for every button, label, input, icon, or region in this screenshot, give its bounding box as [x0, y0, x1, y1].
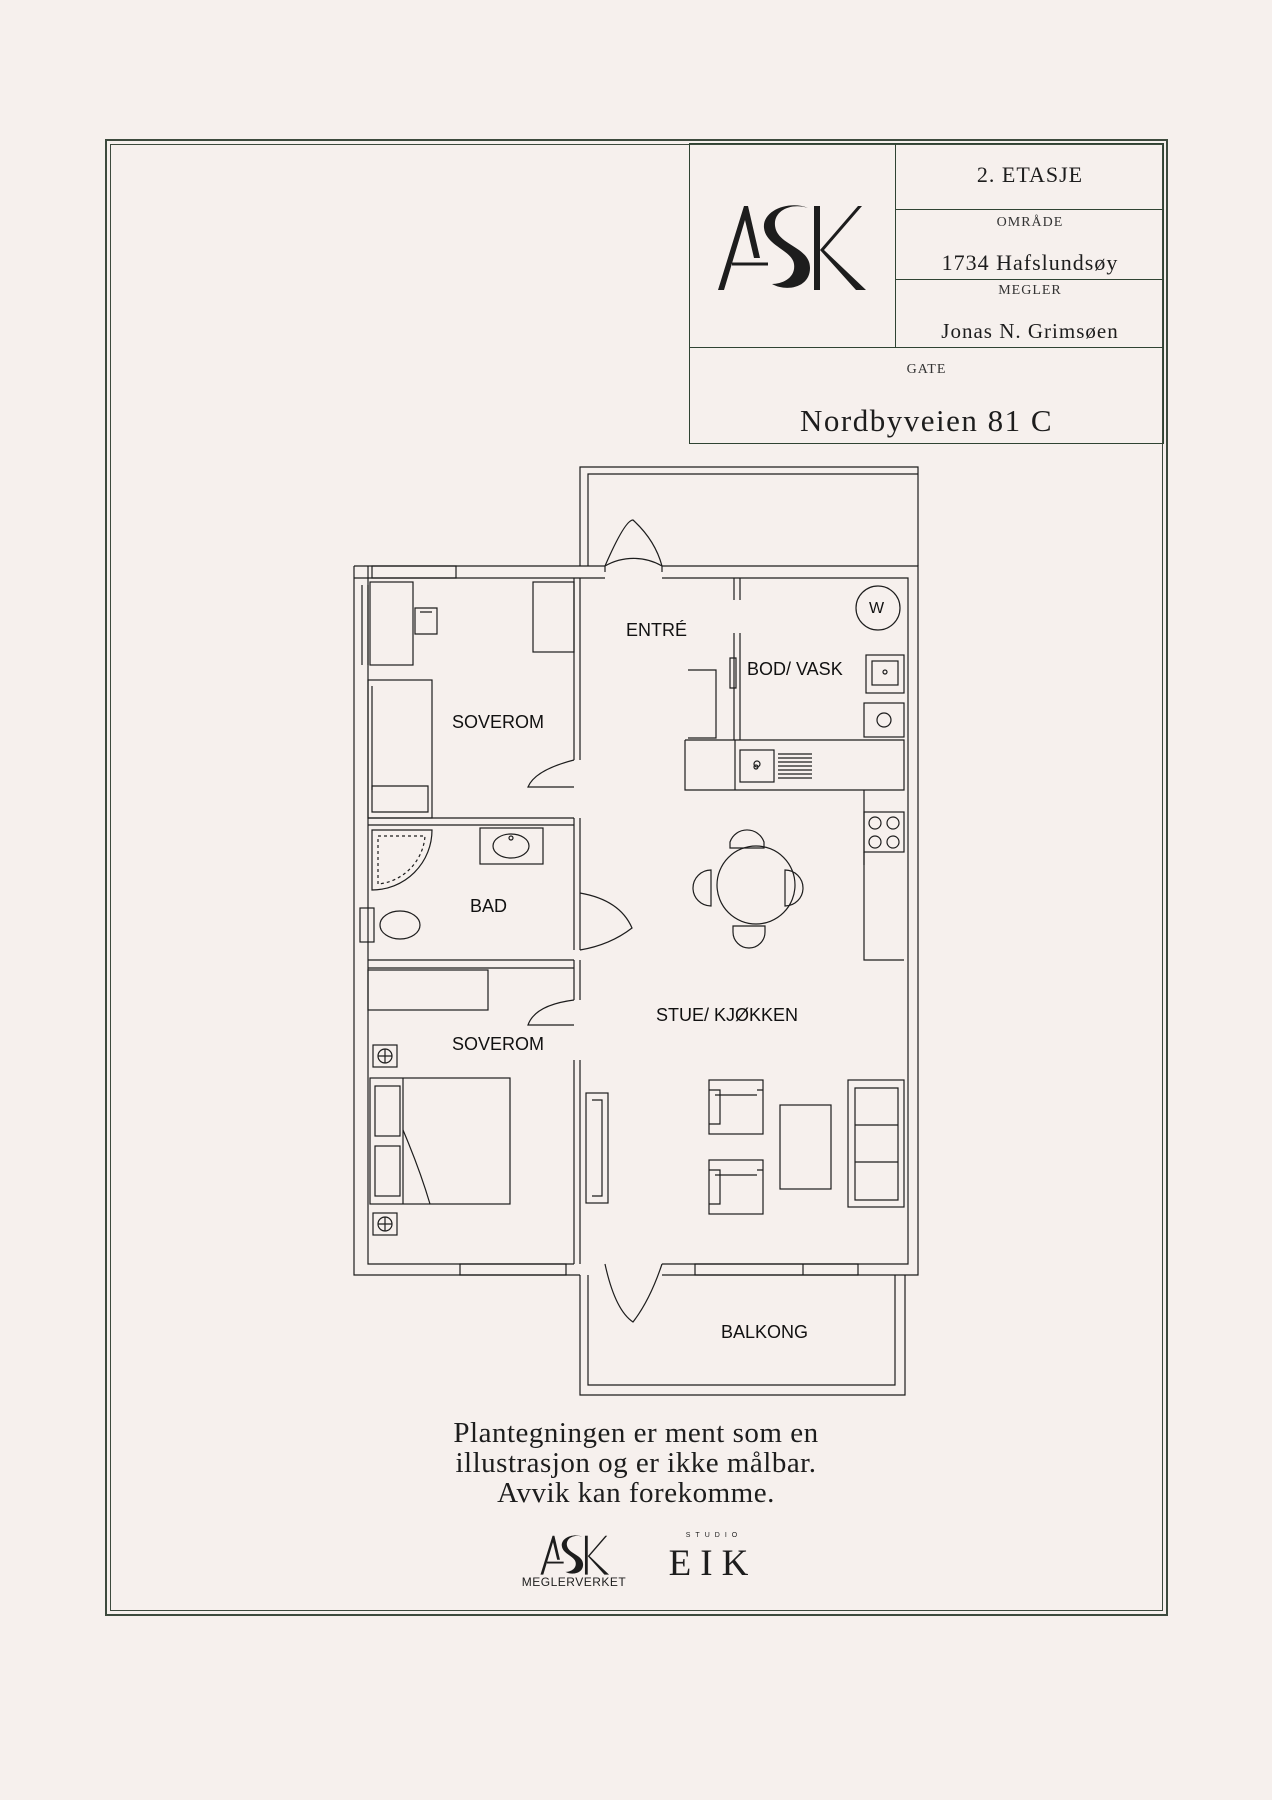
- plan-top-inner-wall: [587, 473, 918, 566]
- plan-top-outer-wall: [579, 466, 919, 566]
- studio-small-label: STUDIO: [685, 1532, 743, 1539]
- room-label-bathroom: BAD: [470, 896, 508, 916]
- room-label-entry: ENTRÉ: [626, 620, 688, 640]
- title-block-broker-cell: [895, 279, 1164, 348]
- washer-label: W: [869, 600, 885, 617]
- balcony-outer: [579, 1275, 906, 1396]
- page-frame-inner: [110, 144, 1163, 1611]
- broker-label: MEGLER: [998, 283, 1062, 298]
- area-label: OMRÅDE: [996, 215, 1064, 230]
- area-value: 1734 Hafslundsøy: [941, 250, 1119, 275]
- broker-value: Jonas N. Grimsøen: [941, 319, 1119, 343]
- balcony-inner: [587, 1275, 896, 1386]
- page-frame-outer: [105, 139, 1168, 1616]
- ask-footer-subtitle: MEGLERVERKET: [521, 1575, 627, 1589]
- street-label: GATE: [906, 362, 947, 377]
- room-label-bedroom-1: SOVEROM: [452, 712, 545, 732]
- plan-left-outer-wall: [353, 566, 580, 1276]
- room-label-bedroom-2: SOVEROM: [452, 1034, 545, 1054]
- floor-label: 2. ETASJE: [976, 162, 1084, 187]
- room-label-living-kitchen: STUE/ KJØKKEN: [656, 1005, 799, 1025]
- ask-logo: [718, 205, 866, 290]
- disclaimer: Plantegningen er ment som en illustrasjo…: [380, 1418, 892, 1508]
- disclaimer-line-1: Plantegningen er ment som en: [453, 1417, 819, 1449]
- disclaimer-line-3: Avvik kan forekomme.: [497, 1477, 775, 1509]
- disclaimer-line-2: illustrasjon og er ikke målbar.: [455, 1447, 817, 1479]
- plan-right-inner-wall: [662, 577, 909, 1265]
- studio-eik-logo: EIK: [668, 1543, 758, 1584]
- ask-footer-logo: [540, 1535, 610, 1575]
- street-value: Nordbyveien 81 C: [799, 403, 1054, 438]
- room-label-storage: BOD/ VASK: [747, 659, 843, 679]
- room-label-balcony: BALKONG: [721, 1322, 809, 1342]
